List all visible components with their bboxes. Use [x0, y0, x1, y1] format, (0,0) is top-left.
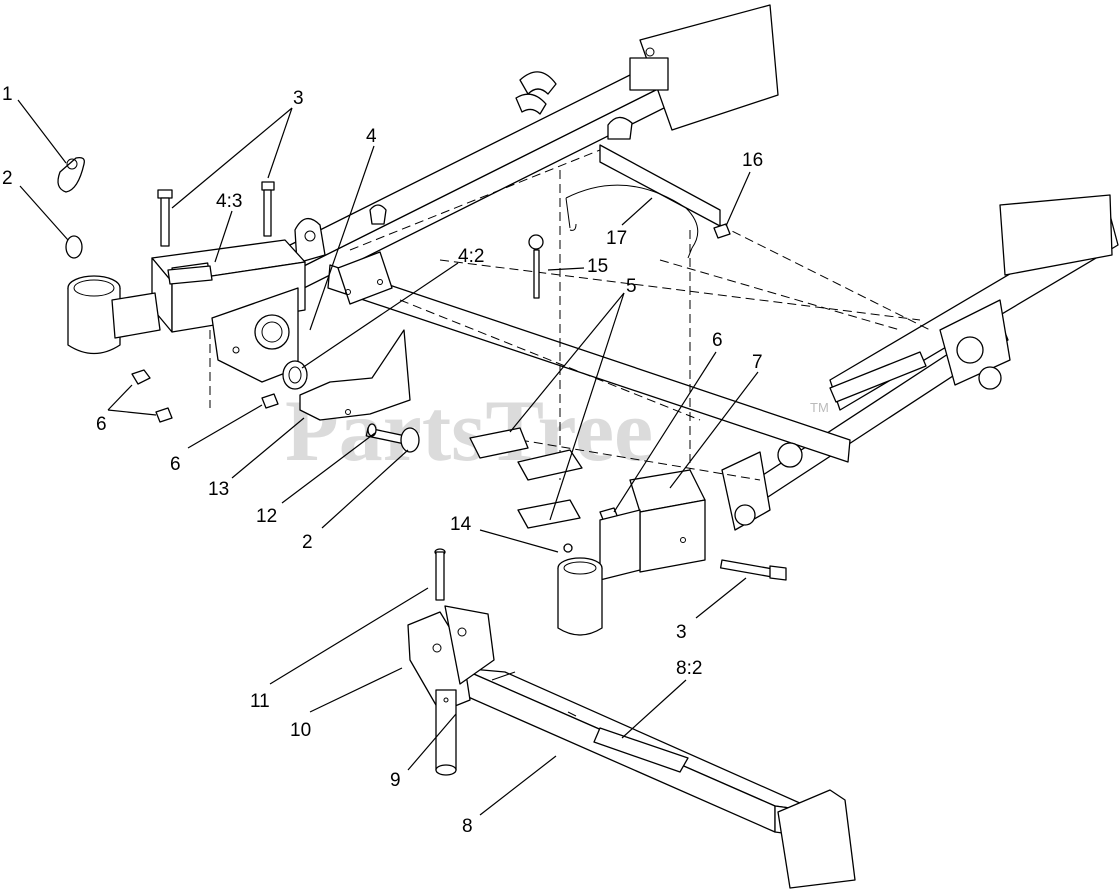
callout-2-left: 2 [2, 168, 13, 189]
watermark-trademark: TM [810, 400, 829, 415]
hitch-clevis-10 [407, 605, 495, 713]
callout-16: 16 [742, 150, 763, 171]
decal-8-2 [593, 727, 689, 773]
callout-11: 11 [250, 691, 270, 712]
callout-5: 5 [626, 276, 637, 297]
callout-3-top: 3 [293, 88, 304, 109]
bushing-4-2 [282, 360, 308, 390]
callout-13: 13 [208, 479, 229, 500]
callout-12: 12 [256, 506, 277, 527]
hairpin-clip-1 [57, 156, 85, 193]
callout-14: 14 [450, 514, 472, 535]
callout-4-2: 4:2 [458, 246, 484, 267]
washer-2-right [400, 427, 420, 453]
washer-2-left [65, 235, 83, 259]
callout-6-right: 6 [712, 330, 723, 351]
callout-8-2: 8:2 [676, 658, 702, 679]
lynch-pin-15 [528, 234, 544, 299]
callout-15: 15 [587, 256, 608, 277]
hex-bolt-3-right [719, 559, 787, 581]
mower-frame [209, 4, 1119, 531]
callout-2-right: 2 [302, 532, 313, 553]
pin-12 [365, 423, 408, 445]
plates-5 [469, 427, 583, 529]
hitch-bracket-left [67, 239, 306, 383]
callout-labels: 1 2 3 4 4:3 4:2 6 6 13 12 2 5 15 17 16 6… [2, 84, 763, 837]
callout-6-middle: 6 [170, 454, 181, 475]
tow-bar-8 [459, 667, 856, 889]
callout-1: 1 [2, 84, 13, 105]
callout-10: 10 [290, 720, 311, 741]
callout-8: 8 [462, 816, 473, 837]
leader-lines [17, 99, 759, 816]
decal-4-3 [167, 265, 213, 285]
callout-3-right: 3 [676, 622, 687, 643]
callout-17: 17 [606, 228, 627, 249]
hex-bolts-3 [157, 181, 275, 247]
callout-9: 9 [390, 770, 401, 791]
callout-6-left: 6 [96, 414, 107, 435]
mounting-plate-13 [299, 329, 411, 421]
callout-4-3: 4:3 [216, 191, 242, 212]
callout-7: 7 [752, 352, 763, 373]
callout-4: 4 [366, 126, 377, 147]
hitch-pin-9 [435, 689, 457, 776]
spring-clip-17 [565, 184, 699, 259]
hitch-pin-11 [434, 548, 446, 601]
hitch-bracket-7 [557, 469, 706, 636]
